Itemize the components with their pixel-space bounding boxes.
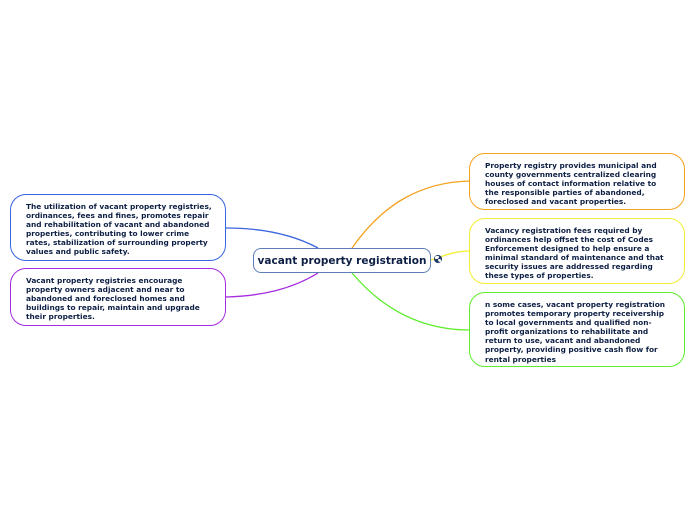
topic-text: Vacancy registration fees required by or… [485, 226, 664, 281]
topic-property-receivership[interactable]: n some cases, vacant property registrati… [469, 292, 685, 367]
topic-registry-utilization[interactable]: The utilization of vacant property regis… [10, 194, 226, 261]
connector-line [225, 227, 319, 249]
connector-line [351, 180, 471, 249]
topic-property-registry[interactable]: Property registry provides municipal and… [469, 153, 685, 210]
connector-line [351, 272, 471, 331]
central-topic-label: vacant property registration [257, 254, 427, 267]
topic-text: The utilization of vacant property regis… [26, 202, 212, 257]
topic-text: Property registry provides municipal and… [485, 161, 657, 207]
topic-registration-fees[interactable]: Vacancy registration fees required by or… [469, 218, 685, 284]
connector-line [225, 272, 319, 298]
topic-text: n some cases, vacant property registrati… [485, 300, 666, 364]
globe-icon[interactable] [434, 255, 442, 263]
topic-text: Vacant property registries encourage pro… [26, 276, 200, 322]
topic-owner-encouragement[interactable]: Vacant property registries encourage pro… [10, 268, 226, 326]
central-topic[interactable]: vacant property registration [253, 248, 431, 273]
